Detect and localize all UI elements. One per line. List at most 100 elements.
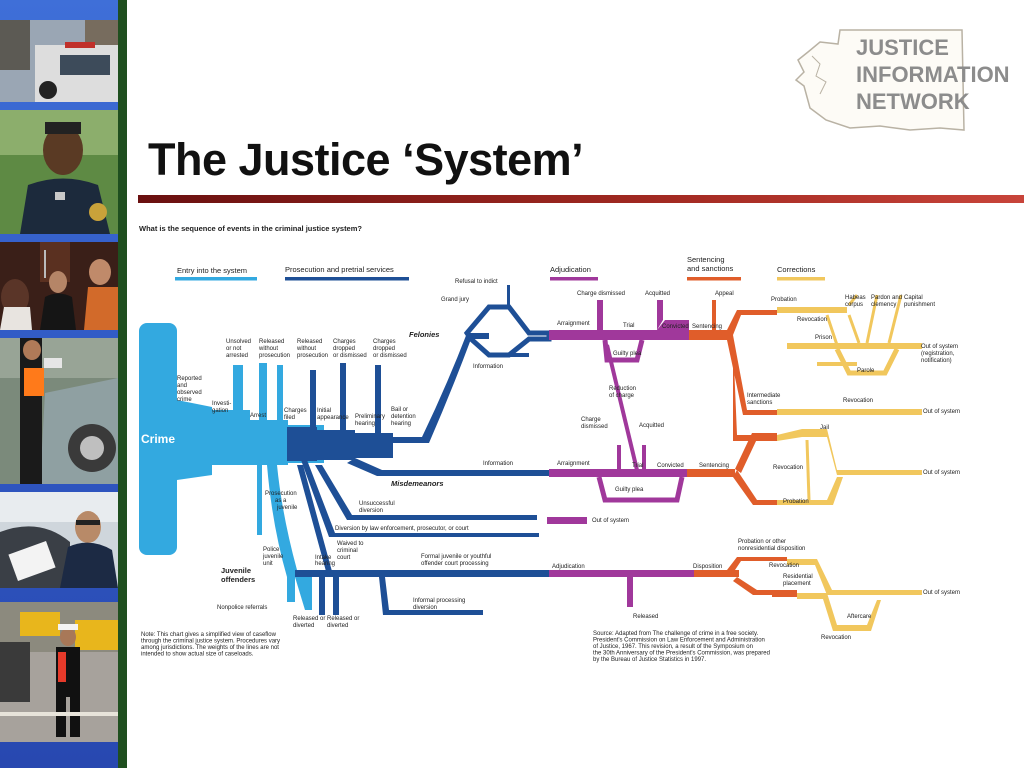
logo-line: INFORMATION <box>856 62 1010 87</box>
misdemeanors-label: Misdemeanors <box>391 479 444 488</box>
trial-2-label: Trial <box>632 463 643 469</box>
title-underline <box>138 195 1024 203</box>
logo-line: JUSTICE <box>856 35 949 60</box>
note-text: Note: This chart gives a simplified view… <box>141 632 282 658</box>
grand-jury-label: Grand jury <box>441 297 469 303</box>
convicted-1-label: Convicted <box>662 324 689 330</box>
prosecution-flow <box>287 285 557 615</box>
police-officer-photo <box>0 110 118 234</box>
sentencing-flow <box>687 300 797 595</box>
justice-information-network-logo: JUSTICE INFORMATION NETWORK <box>790 22 1010 137</box>
legend-label-adjudication: Adjudication <box>550 265 591 274</box>
information-2-label: Information <box>483 461 513 467</box>
sentencing-2-label: Sentencing <box>699 463 729 469</box>
nonpolice-referrals-label: Nonpolice referrals <box>217 605 267 611</box>
accident-scene-photo <box>0 338 118 484</box>
legend-swatch-entry <box>175 277 257 281</box>
disposition-label: Disposition <box>693 564 722 570</box>
convicted-2-label: Convicted <box>657 463 684 469</box>
sentencing-1-label: Sentencing <box>692 324 722 330</box>
legend-swatch-corrections <box>777 277 825 281</box>
logo-text: JUSTICE INFORMATION NETWORK <box>856 34 1010 115</box>
probation-1-label: Probation <box>771 297 797 303</box>
out-of-system-1-label: Out of system(registration,notification) <box>921 344 958 364</box>
out-of-system-2-label: Out of system <box>923 409 960 415</box>
legend-swatch-prosecution <box>285 277 409 281</box>
out-of-system-3-label: Out of system <box>923 470 960 476</box>
revocation-1-label: Revocation <box>797 317 827 323</box>
traffic-officer-photo <box>0 602 118 742</box>
acquitted-1-label: Acquitted <box>645 291 670 297</box>
information-1-label: Information <box>473 364 503 370</box>
diagram-question: What is the sequence of events in the cr… <box>139 224 362 233</box>
legend-label-sentencing: Sentencing and sanctions <box>687 255 734 273</box>
jail-label: Jail <box>820 425 829 431</box>
corrections-flow <box>772 294 922 631</box>
guilty-plea-1-label: Guilty plea <box>613 351 642 357</box>
revocation-4-label: Revocation <box>769 563 799 569</box>
source-text: Source: Adapted from The challenge of cr… <box>593 631 772 663</box>
out-of-system-4-label: Out of system <box>592 518 629 524</box>
investigation-label: Investi-gation <box>212 401 231 414</box>
legend-swatch-adjudication <box>550 277 598 281</box>
arraignment-1-label: Arraignment <box>557 321 590 327</box>
footnotes: Note: This chart gives a simplified view… <box>141 631 772 663</box>
sidebar <box>0 0 127 768</box>
legend-label-entry: Entry into the system <box>177 266 247 275</box>
acquitted-2-label: Acquitted <box>639 423 664 429</box>
arrest-label: Arrest <box>250 413 266 419</box>
slide-title: The Justice ‘System’ <box>148 134 584 185</box>
revocation-3-label: Revocation <box>773 465 803 471</box>
probation-2-label: Probation <box>783 499 809 505</box>
legend-label-sentencing-line: and sanctions <box>687 264 734 273</box>
adjudication-flow <box>547 300 694 607</box>
parole-label: Parole <box>857 368 875 374</box>
charge-dismissed-1-label: Charge dismissed <box>577 291 625 297</box>
aftercare-label: Aftercare <box>847 614 872 620</box>
criminal-justice-flowchart: What is the sequence of events in the cr… <box>139 224 960 663</box>
crime-box <box>139 323 177 555</box>
courtroom-photo <box>0 242 118 330</box>
released-juvenile-label: Released <box>633 614 658 620</box>
legend-swatch-sentencing <box>687 277 741 281</box>
diversion-label: Diversion by law enforcement, prosecutor… <box>335 526 469 532</box>
crime-label: Crime <box>141 432 175 446</box>
revocation-5-label: Revocation <box>821 635 851 641</box>
washington-state-outline <box>794 29 965 131</box>
legend-label-prosecution: Prosecution and pretrial services <box>285 265 394 274</box>
revocation-2-label: Revocation <box>843 398 873 404</box>
officer-in-car-photo <box>0 492 118 588</box>
trial-1-label: Trial <box>623 323 634 329</box>
stage-legend: Entry into the system Prosecution and pr… <box>175 255 825 281</box>
entry-flow <box>139 323 437 610</box>
arraignment-2-label: Arraignment <box>557 461 590 467</box>
refusal-label: Refusal to indict <box>455 279 498 285</box>
logo-line: NETWORK <box>856 89 970 114</box>
